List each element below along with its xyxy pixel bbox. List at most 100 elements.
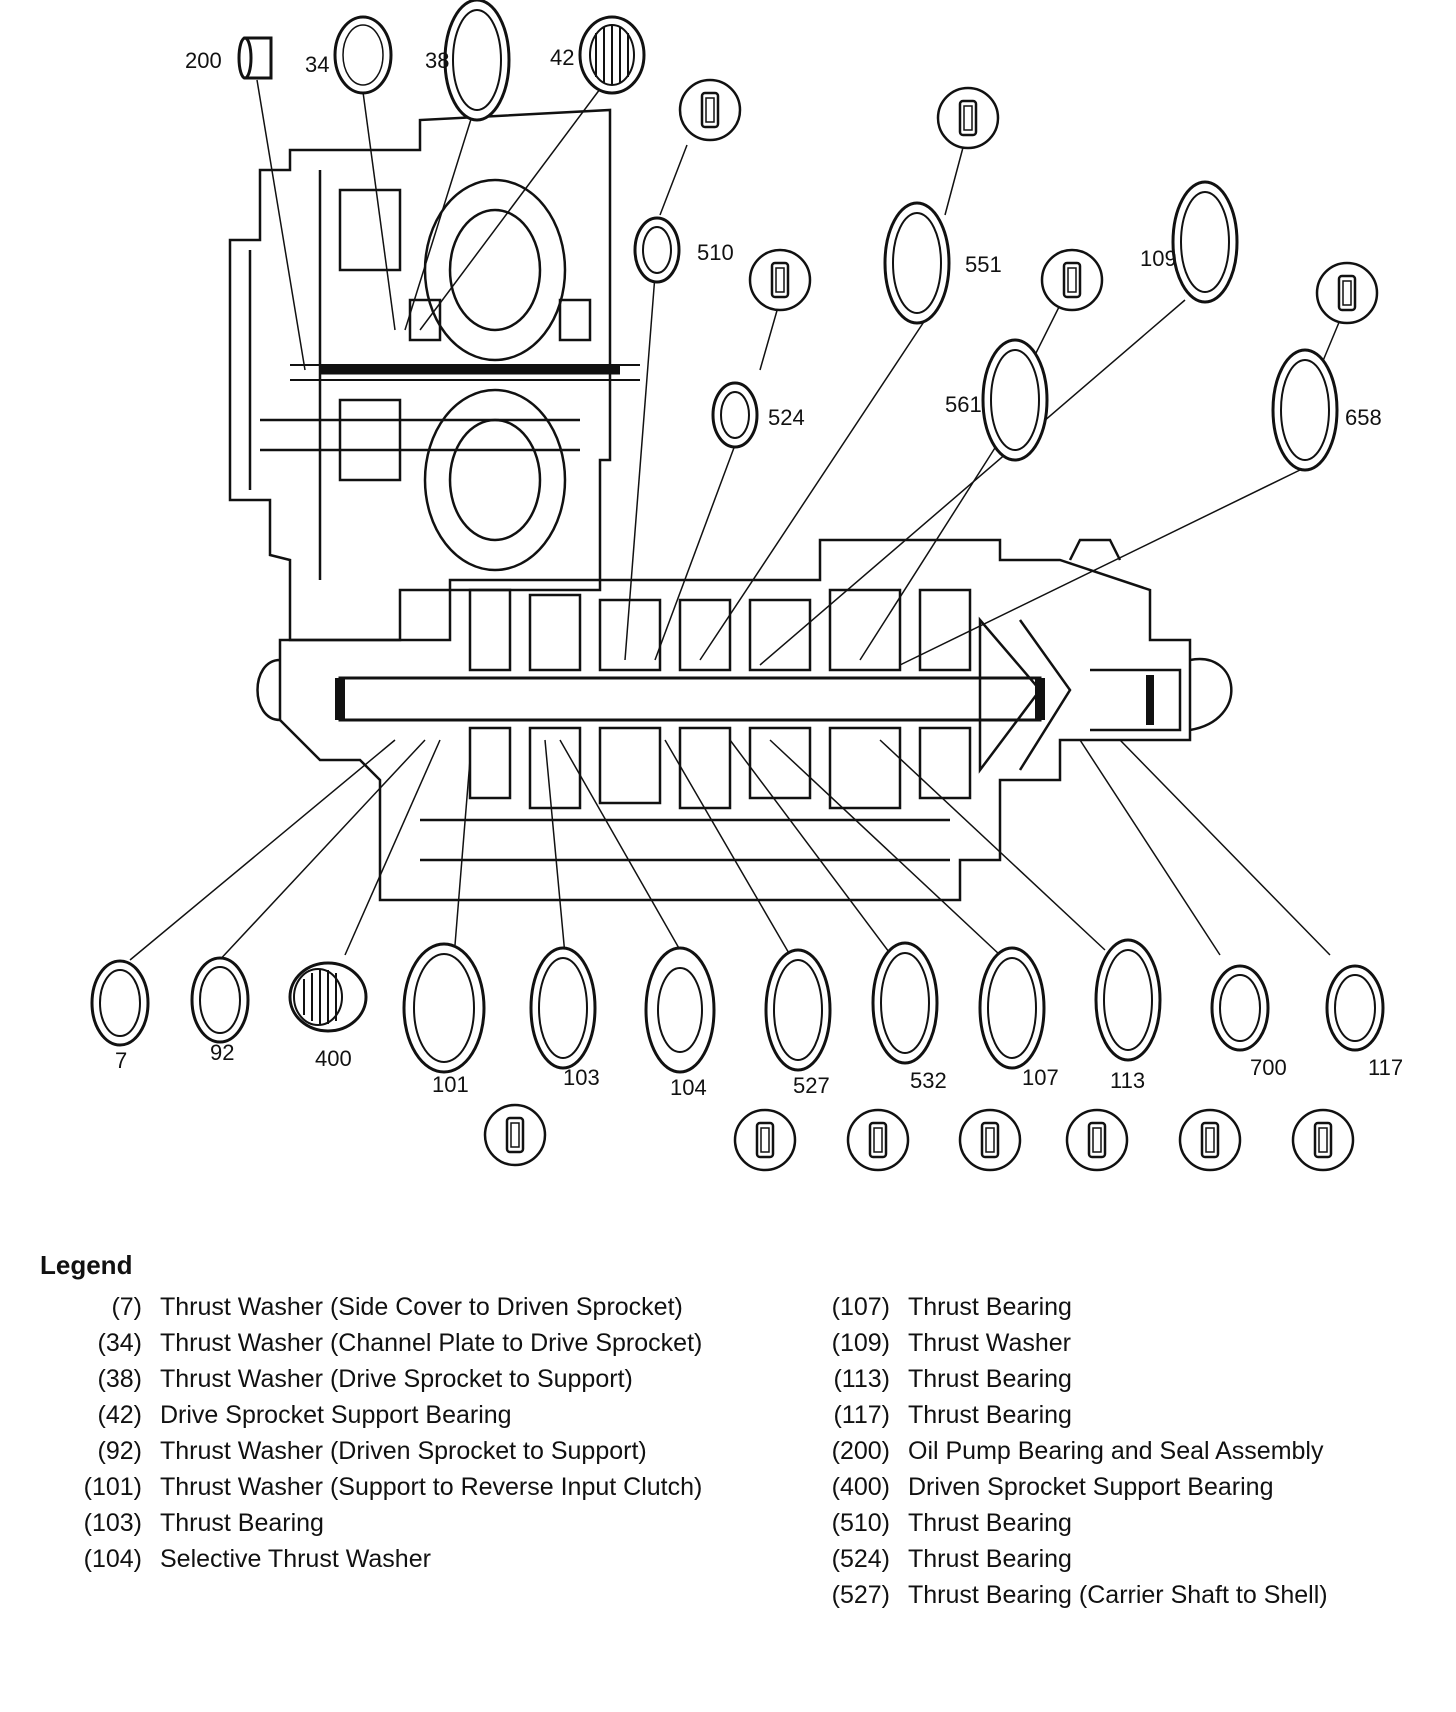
callout-38: 38: [425, 48, 449, 73]
part-510: [633, 216, 681, 284]
detail-551: [936, 86, 1000, 150]
detail-103: [483, 1103, 547, 1167]
part-42: [578, 15, 646, 95]
legend-number: (92): [97, 1437, 142, 1465]
legend-item: (107) Thrust Bearing: [800, 1292, 1440, 1322]
part-700: [1210, 964, 1270, 1052]
legend-description: Selective Thrust Washer: [160, 1545, 431, 1573]
legend-number: (510): [831, 1509, 890, 1537]
callout-104: 104: [670, 1075, 707, 1100]
legend-title: Legend: [40, 1250, 133, 1280]
legend-item: (524)Thrust Bearing: [800, 1544, 1440, 1574]
callout-7: 7: [115, 1048, 127, 1073]
callout-532: 532: [910, 1068, 947, 1093]
detail-658: [1315, 261, 1379, 325]
part-551: [883, 201, 951, 325]
callout-101: 101: [432, 1072, 469, 1097]
callout-107: 107: [1022, 1065, 1059, 1090]
callout-200: 200: [185, 48, 222, 73]
part-101: [402, 942, 486, 1074]
legend-number: (113): [833, 1365, 890, 1393]
legend-description: Thrust Bearing (Carrier Shaft to Shell): [908, 1581, 1328, 1609]
legend-description: Thrust Washer: [908, 1329, 1072, 1357]
legend-number: (103): [83, 1509, 142, 1537]
legend-description: Thrust Washer (Support to Reverse Input …: [160, 1473, 703, 1501]
legend-number: (101): [83, 1473, 142, 1501]
callout-42: 42: [550, 45, 574, 70]
callout-510: 510: [697, 240, 734, 265]
part-104: [644, 946, 716, 1074]
part-658: [1271, 348, 1339, 472]
part-34: [333, 15, 393, 95]
legend-description: Thrust Bearing: [908, 1401, 1072, 1429]
callout-117: 117: [1368, 1055, 1403, 1080]
detail-510: [678, 78, 742, 142]
legend-number: (200): [831, 1437, 890, 1465]
part-200: [237, 36, 273, 80]
part-92: [190, 956, 250, 1044]
callout-561: 561: [945, 392, 982, 417]
part-527: [764, 948, 832, 1072]
callout-527: 527: [793, 1073, 830, 1098]
legend-item: (200) Oil Pump Bearing and Seal Assembly: [800, 1436, 1440, 1466]
part-113: [1094, 938, 1162, 1062]
legend-item: (400) Driven Sprocket Support Bearing: [800, 1472, 1440, 1502]
upper-case: [228, 108, 640, 642]
part-103: [529, 946, 597, 1070]
legend-item: (104) Selective Thrust Washer: [60, 1544, 720, 1574]
part-7: [90, 959, 150, 1047]
callout-34: 34: [305, 52, 329, 77]
legend-number: (104): [83, 1545, 142, 1573]
legend-number: (400): [831, 1473, 890, 1501]
part-117: [1325, 964, 1385, 1052]
legend-description: Oil Pump Bearing and Seal Assembly: [908, 1437, 1324, 1465]
legend-number: (107): [831, 1293, 890, 1321]
legend-number: (109): [831, 1329, 890, 1357]
legend-item: (117) Thrust Bearing: [800, 1400, 1440, 1430]
legend-description: Thrust Washer (Driven Sprocket to Suppor…: [160, 1437, 647, 1465]
legend-description: Thrust Bearing: [160, 1509, 324, 1537]
callout-92: 92: [210, 1040, 234, 1065]
part-561: [981, 338, 1049, 462]
legend-item: (527)Thrust Bearing (Carrier Shaft to Sh…: [800, 1580, 1440, 1610]
detail-700: [1178, 1108, 1242, 1172]
legend-number: (524): [831, 1545, 890, 1573]
legend-right-column: (107) Thrust Bearing (109) Thrust Washer (…: [800, 1292, 1440, 1616]
legend-description: Driven Sprocket Support Bearing: [908, 1473, 1274, 1501]
legend-left-column: (7)Thrust Washer (Side Cover to Driven S…: [60, 1292, 720, 1580]
legend-item: (42) Drive Sprocket Support Bearing: [60, 1400, 720, 1430]
legend-item: (34) Thrust Washer (Channel Plate to Driv…: [60, 1328, 720, 1358]
legend-item: (101) Thrust Washer (Support to Reverse I…: [60, 1472, 720, 1502]
legend-number: (38): [97, 1365, 142, 1393]
legend-item: (38) Thrust Washer (Drive Sprocket to Sup…: [60, 1364, 720, 1394]
callout-700: 700: [1250, 1055, 1287, 1080]
callout-113: 113: [1110, 1068, 1145, 1093]
callout-551: 551: [965, 252, 1002, 277]
legend-description: Thrust Washer (Side Cover to Driven Spro…: [160, 1293, 683, 1321]
legend-item: (113) Thrust Bearing: [800, 1364, 1440, 1394]
legend-item: (510) Thrust Bearing: [800, 1508, 1440, 1538]
legend-number: (42): [97, 1401, 142, 1429]
legend-description: Drive Sprocket Support Bearing: [160, 1401, 512, 1429]
legend-description: Thrust Bearing: [908, 1293, 1072, 1321]
legend-description: Thrust Washer (Channel Plate to Drive Sp…: [160, 1329, 703, 1357]
part-532: [871, 941, 939, 1065]
legend-description: Thrust Bearing: [908, 1365, 1072, 1393]
detail-107: [958, 1108, 1022, 1172]
legend-item: (92) Thrust Washer (Driven Sprocket to Su…: [60, 1436, 720, 1466]
lower-case: [256, 538, 1233, 902]
callout-524: 524: [768, 405, 805, 430]
legend-description: Thrust Washer (Drive Sprocket to Support…: [160, 1365, 633, 1393]
part-107: [978, 946, 1046, 1070]
legend-number: (117): [833, 1401, 890, 1429]
part-524: [711, 381, 759, 449]
detail-527: [733, 1108, 797, 1172]
callout-109: 109: [1140, 246, 1177, 271]
detail-117: [1291, 1108, 1355, 1172]
leader-lines: [129, 79, 1341, 966]
legend-description: Thrust Bearing: [908, 1509, 1072, 1537]
callout-658: 658: [1345, 405, 1382, 430]
legend-item: (7)Thrust Washer (Side Cover to Driven S…: [60, 1292, 720, 1322]
legend-number: (34): [97, 1329, 142, 1357]
